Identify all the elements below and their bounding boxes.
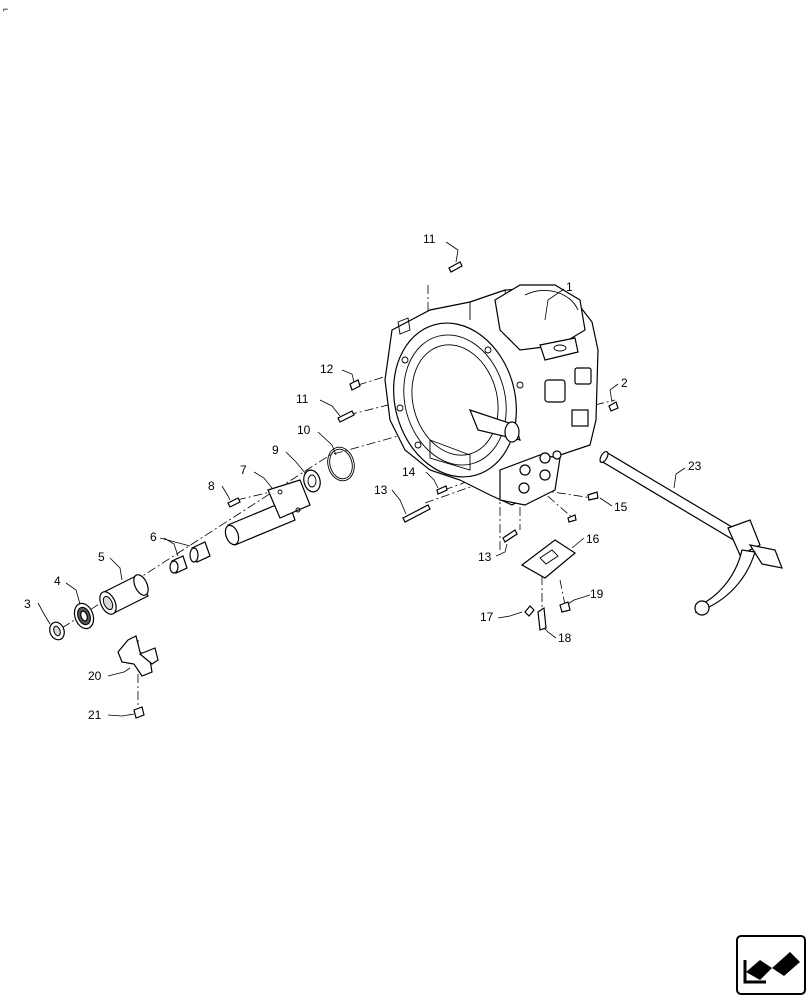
callouts: 11 1 2 12 11 10 9 7 8 6 5 4 3 14 13 15 2… xyxy=(24,232,702,722)
pin-15 xyxy=(436,485,448,495)
bushings-6 xyxy=(169,541,211,574)
callout-3: 3 xyxy=(24,597,31,611)
bolt-8 xyxy=(227,497,241,508)
plug-small xyxy=(567,514,577,523)
callout-21: 20 xyxy=(88,669,102,683)
callout-13: 13 xyxy=(478,550,492,564)
bearing-4 xyxy=(73,602,95,630)
callout-6: 6 xyxy=(150,530,157,544)
bolt-22 xyxy=(133,706,145,719)
callout-2: 2 xyxy=(621,376,628,390)
nut-20 xyxy=(559,601,571,613)
sleeve-5 xyxy=(99,574,149,615)
callout-10: 10 xyxy=(297,423,311,437)
callout-19: 18 xyxy=(558,631,572,645)
callout-7: 7 xyxy=(240,463,247,477)
callout-8: 8 xyxy=(208,479,215,493)
back-arrow-icon[interactable] xyxy=(736,935,806,995)
callout-11: 11 xyxy=(296,392,309,406)
o-ring-10 xyxy=(327,446,355,482)
plug-16 xyxy=(587,491,599,501)
washer-9 xyxy=(303,469,321,493)
callout-5: 5 xyxy=(98,550,105,564)
callout-17: 16 xyxy=(586,532,600,546)
bolt-14 xyxy=(402,504,431,523)
callout-11: 11 xyxy=(423,232,436,246)
seal-3 xyxy=(49,621,65,641)
callout-12: 12 xyxy=(320,362,334,376)
callout-15: 14 xyxy=(402,465,416,479)
bolt-11 xyxy=(337,410,355,423)
corner-mark: ⌐ xyxy=(3,4,8,14)
fasteners xyxy=(133,261,619,719)
leader-lines xyxy=(37,241,686,717)
pin-19 xyxy=(537,606,547,631)
cover-plate-17 xyxy=(520,539,577,579)
callout-22: 21 xyxy=(88,708,102,722)
shaft-7 xyxy=(224,479,311,546)
callout-9: 9 xyxy=(272,443,279,457)
screw-18 xyxy=(524,605,535,617)
shift-fork-21 xyxy=(117,635,159,677)
callout-1: 1 xyxy=(566,280,573,294)
callout-18: 17 xyxy=(480,610,494,624)
callout-20: 19 xyxy=(590,587,604,601)
callout-4: 4 xyxy=(54,574,61,588)
shift-shaft-assembly xyxy=(599,450,783,616)
plug-2 xyxy=(608,401,619,412)
callout-23: 23 xyxy=(688,459,702,473)
bolt-13 xyxy=(502,529,518,543)
transmission-housing xyxy=(384,284,599,506)
callout-14: 13 xyxy=(374,483,388,497)
callout-16: 15 xyxy=(614,500,628,514)
bolt-11-top xyxy=(448,261,463,273)
plug-12 xyxy=(349,379,361,391)
